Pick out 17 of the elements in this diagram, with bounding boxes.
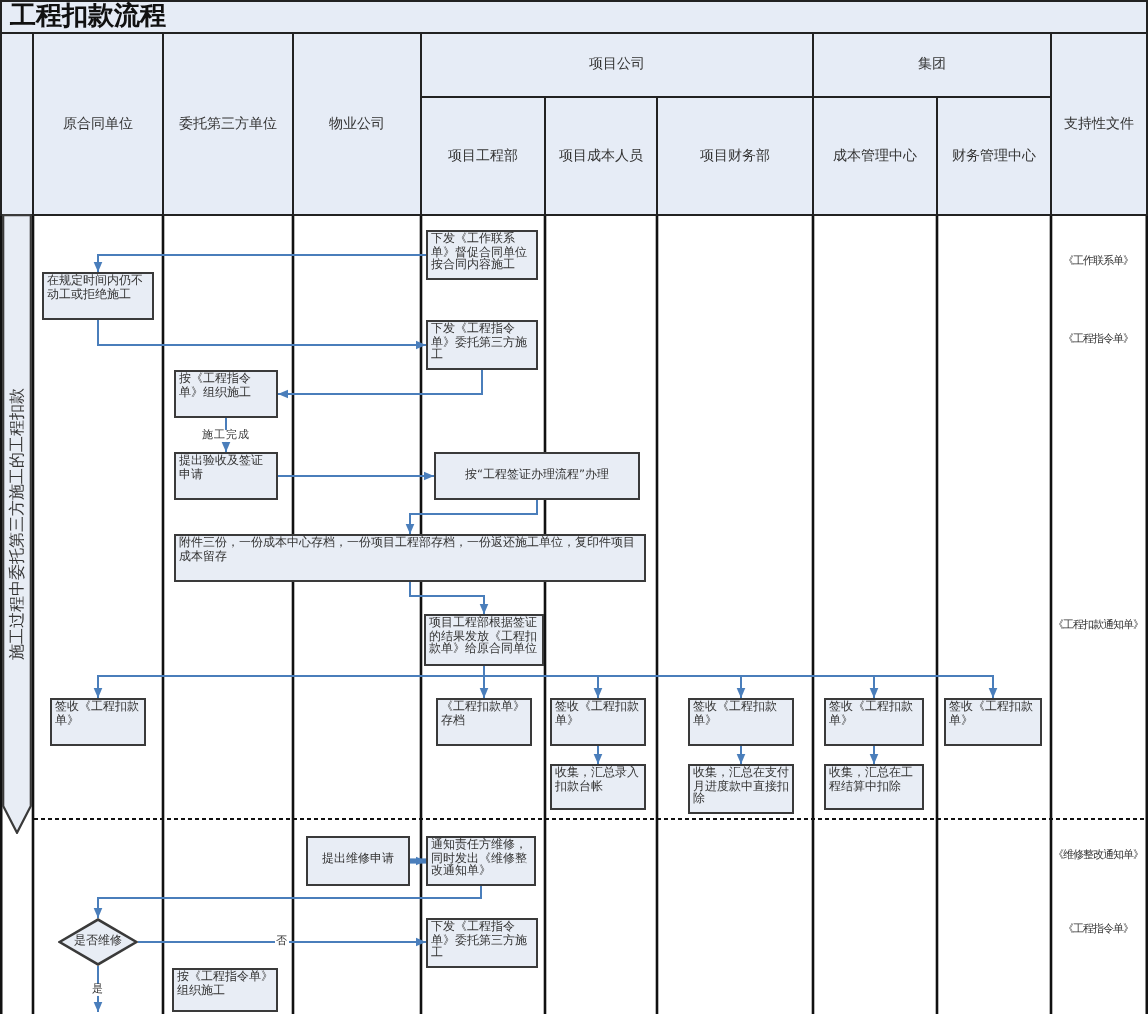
arrow [405, 499, 538, 535]
arrow [93, 885, 482, 919]
arrow [93, 254, 427, 273]
arrow [137, 937, 427, 947]
arrow [277, 369, 483, 399]
arrow [277, 471, 435, 481]
arrow [736, 745, 746, 765]
arrow [410, 856, 426, 866]
arrow [97, 319, 427, 350]
diagram-title: 工程扣款流程 [0, 0, 1148, 34]
arrow [869, 745, 879, 765]
arrow [221, 417, 231, 453]
arrow [93, 965, 103, 1013]
arrow [593, 745, 603, 765]
phase-band: 施工过程中委托第三方施工的工程扣款 [2, 214, 32, 834]
arrow [483, 665, 998, 699]
arrow [409, 581, 489, 615]
